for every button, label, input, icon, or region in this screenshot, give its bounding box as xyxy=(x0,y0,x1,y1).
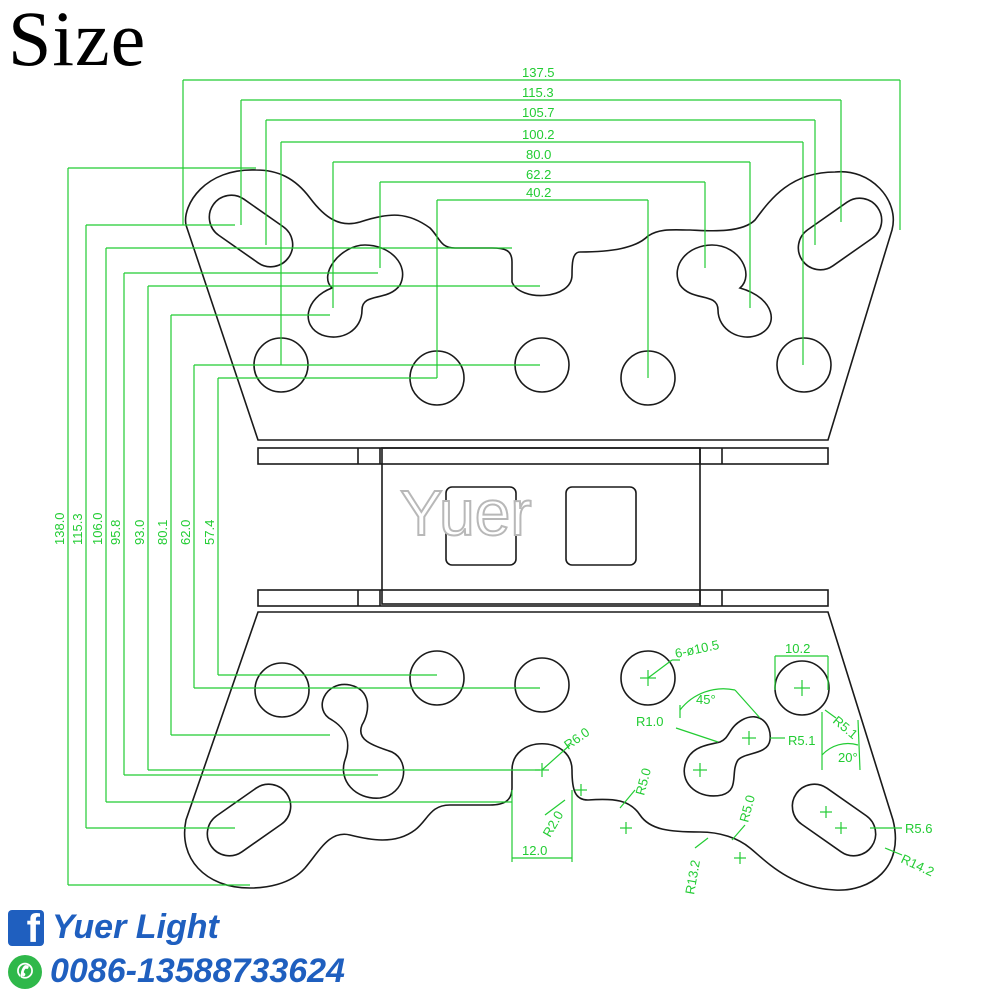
dim-left-57-4: 57.4 xyxy=(202,520,217,545)
label-45: 45° xyxy=(696,692,716,707)
dim-top-100-2: 100.2 xyxy=(522,127,555,142)
bottom-hinge-strip xyxy=(257,589,829,607)
label-12-0: 12.0 xyxy=(522,843,547,858)
label-r1-0: R1.0 xyxy=(636,714,663,729)
dim-left-93-0: 93.0 xyxy=(132,520,147,545)
square-window-left xyxy=(445,486,517,566)
label-r13-2: R13.2 xyxy=(682,859,703,896)
top-dimension-lines xyxy=(182,79,901,378)
dim-left-106-0: 106.0 xyxy=(90,512,105,545)
holes xyxy=(206,194,883,857)
label-r5-0-a: R5.0 xyxy=(632,766,654,796)
dim-left-95-8: 95.8 xyxy=(108,520,123,545)
dim-left-138-0: 138.0 xyxy=(52,512,67,545)
page-title: Size xyxy=(8,0,147,82)
dim-top-40-2: 40.2 xyxy=(526,185,551,200)
label-r5-1-b: R5.1 xyxy=(788,733,815,748)
phone-number: 0086-13588733624 xyxy=(50,952,345,990)
bottom-plate-outline xyxy=(183,611,897,891)
square-window-right xyxy=(565,486,637,566)
label-r6-0: R6.0 xyxy=(561,724,592,752)
top-plate-outline xyxy=(184,169,895,441)
top-hinge-strip xyxy=(257,447,829,465)
dim-top-80-0: 80.0 xyxy=(526,147,551,162)
dim-top-62-2: 62.2 xyxy=(526,167,551,182)
label-r2-0: R2.0 xyxy=(540,808,567,839)
label-holes: 6-ø10.5 xyxy=(674,637,721,661)
label-r5-6: R5.6 xyxy=(905,821,932,836)
label-10-2: 10.2 xyxy=(785,641,810,656)
dim-top-115-3: 115.3 xyxy=(522,85,554,100)
dim-left-62-0: 62.0 xyxy=(178,520,193,545)
dim-top-137-5: 137.5 xyxy=(522,65,555,80)
whatsapp-icon: ✆ xyxy=(8,954,42,989)
label-r14-2: R14.2 xyxy=(899,851,937,879)
dim-top-105-7: 105.7 xyxy=(522,105,555,120)
watermark: Yuer xyxy=(400,477,532,549)
whatsapp-contact: ✆ 0086-13588733624 xyxy=(8,952,345,991)
left-dimension-lines xyxy=(67,167,540,886)
dim-left-115-3: 115.3 xyxy=(70,513,85,545)
part-outline xyxy=(183,169,897,891)
dim-left-80-1: 80.1 xyxy=(155,520,170,545)
label-20: 20° xyxy=(838,750,858,765)
label-r5-0-b: R5.0 xyxy=(736,793,758,823)
brand-name: Yuer Light xyxy=(52,908,219,946)
facebook-icon: f xyxy=(8,909,44,946)
facebook-contact: f Yuer Light xyxy=(8,908,219,947)
annotation-lines xyxy=(511,655,903,864)
center-block xyxy=(381,447,701,605)
